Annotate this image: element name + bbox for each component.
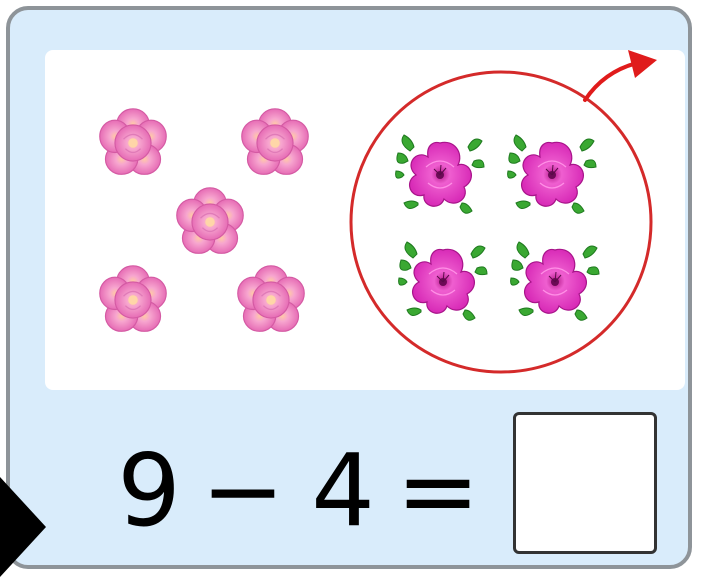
pink-flower-icon [241, 108, 309, 176]
magenta-flower-with-leaves-icon [507, 134, 597, 214]
magenta-flower-with-leaves-icon [395, 134, 485, 214]
pink-flower-icon [99, 265, 167, 333]
take-away-arrow-icon [583, 50, 657, 102]
corner-triangle-decoration [0, 477, 46, 577]
subtraction-equation: 9 − 4 = [105, 420, 483, 560]
question-card: 9 − 4 = [6, 6, 692, 569]
equation-equals-sign: = [396, 431, 480, 549]
magenta-flower-with-leaves-icon [510, 241, 600, 321]
equation-subtrahend: 4 [311, 431, 375, 549]
flower-scene [45, 50, 685, 390]
pink-flower-icon [176, 187, 244, 255]
pink-flower-icon [99, 108, 167, 176]
equation-minus-sign: − [201, 431, 285, 549]
equation-minuend: 9 [117, 431, 181, 549]
answer-input-box[interactable] [513, 412, 657, 554]
pink-flower-icon [237, 265, 305, 333]
removed-group-circle [349, 70, 653, 374]
scene-illustration [99, 50, 657, 374]
magenta-flower-with-leaves-icon [398, 241, 488, 321]
